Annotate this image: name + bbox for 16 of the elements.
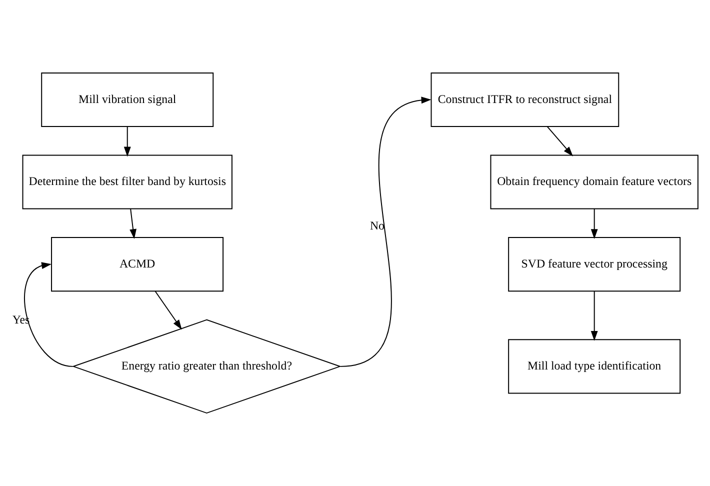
arrow — [24, 262, 74, 367]
arrow — [124, 126, 131, 157]
node-box: Mill vibration signal — [41, 72, 214, 127]
node-box: Construct ITFR to reconstruct signal — [430, 72, 620, 127]
arrow — [340, 96, 432, 367]
node-box: SVD feature vector processing — [508, 237, 681, 292]
arrow — [130, 208, 136, 239]
node-box: ACMD — [51, 237, 224, 292]
arrow — [590, 290, 598, 341]
arrow — [590, 208, 598, 240]
arrow — [154, 290, 182, 330]
arrow — [546, 126, 574, 156]
node-box: Obtain frequency domain feature vectors — [490, 154, 698, 210]
node-box: Mill load type identification — [508, 339, 681, 394]
node-box: Determine the best filter band by kurtosis — [22, 154, 232, 210]
edge-label: No — [370, 218, 384, 233]
